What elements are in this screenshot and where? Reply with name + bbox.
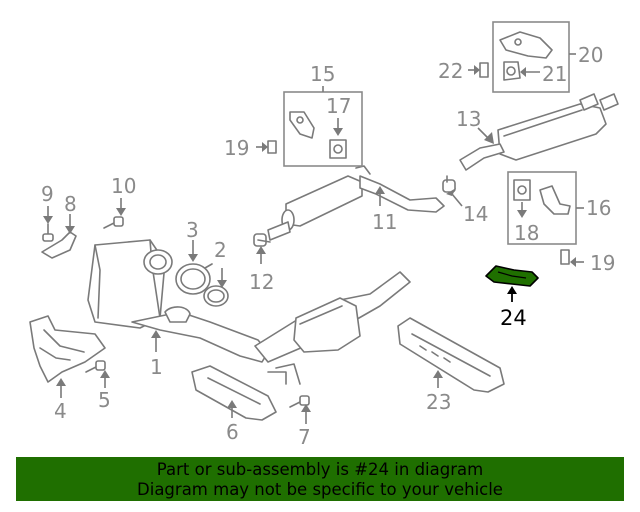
banner-line-2: Diagram may not be specific to your vehi… [137, 480, 503, 499]
part-14-hanger [442, 175, 456, 193]
label-5: 5 [98, 388, 111, 412]
label-1: 1 [150, 355, 163, 379]
part-4-heat-shield [29, 315, 106, 383]
part-24-bracket-highlighted[interactable] [485, 265, 539, 287]
label-9: 9 [41, 182, 54, 206]
label-24: 24 [500, 306, 527, 330]
label-13: 13 [456, 107, 481, 131]
label-10: 10 [111, 174, 136, 198]
label-14: 14 [463, 202, 488, 226]
label-22: 22 [438, 59, 463, 83]
callout-9: 9 [41, 182, 54, 224]
group-16: 16 18 [507, 171, 611, 245]
callout-10: 10 [111, 174, 136, 216]
part-9-bolt [42, 223, 54, 242]
label-20: 20 [578, 43, 603, 67]
label-19-right: 19 [590, 251, 615, 275]
callout-14: 14 [446, 188, 488, 226]
label-12: 12 [249, 270, 274, 294]
label-16: 16 [586, 196, 611, 220]
group-15: 15 17 [283, 62, 363, 167]
group-20: 20 21 [492, 21, 603, 93]
callout-12: 12 [249, 246, 274, 294]
label-23: 23 [426, 390, 451, 414]
callout-11: 11 [372, 186, 397, 234]
label-19-left: 19 [224, 136, 249, 160]
label-6: 6 [226, 420, 239, 444]
callout-19-right: 19 [560, 249, 615, 275]
part-7-bolt [289, 395, 310, 408]
callout-6: 6 [226, 400, 239, 444]
callout-7: 7 [298, 404, 311, 449]
callout-3: 3 [186, 218, 199, 262]
part-11-middle-silencer [267, 165, 445, 241]
info-banner: Part or sub-assembly is #24 in diagram D… [16, 457, 624, 501]
callout-23: 23 [426, 370, 451, 414]
label-4: 4 [54, 399, 67, 423]
exhaust-system-diagram: 1 2 3 4 5 [29, 21, 619, 449]
label-3: 3 [186, 218, 199, 242]
callout-2: 2 [214, 238, 227, 288]
part-6-shield [191, 365, 277, 421]
callout-8: 8 [64, 192, 77, 234]
part-10-bolt [103, 216, 124, 229]
label-7: 7 [298, 425, 311, 449]
part-2-gasket [203, 285, 229, 307]
part-5-bolt [85, 360, 106, 373]
part-12-clamp [253, 233, 271, 247]
callout-4: 4 [54, 378, 67, 423]
callout-1: 1 [150, 330, 163, 379]
main-exhaust-pipe [254, 271, 411, 385]
label-15: 15 [310, 62, 335, 86]
part-13-rear-muffler [459, 93, 619, 171]
label-17: 17 [326, 94, 351, 118]
callout-24: 24 [500, 286, 527, 330]
part-3-clamp [175, 263, 213, 295]
label-11: 11 [372, 210, 397, 234]
callout-19-left: 19 [224, 136, 277, 160]
part-23-heat-shield [397, 317, 505, 393]
label-8: 8 [64, 192, 77, 216]
banner-line-1: Part or sub-assembly is #24 in diagram [156, 460, 484, 479]
label-18: 18 [514, 221, 539, 245]
part-8-bracket [41, 231, 77, 259]
label-2: 2 [214, 238, 227, 262]
callout-22: 22 [438, 59, 489, 83]
callout-13: 13 [456, 107, 494, 144]
label-21: 21 [542, 62, 567, 86]
callout-5: 5 [98, 370, 111, 412]
part-1-catalytic-converter [87, 239, 269, 363]
